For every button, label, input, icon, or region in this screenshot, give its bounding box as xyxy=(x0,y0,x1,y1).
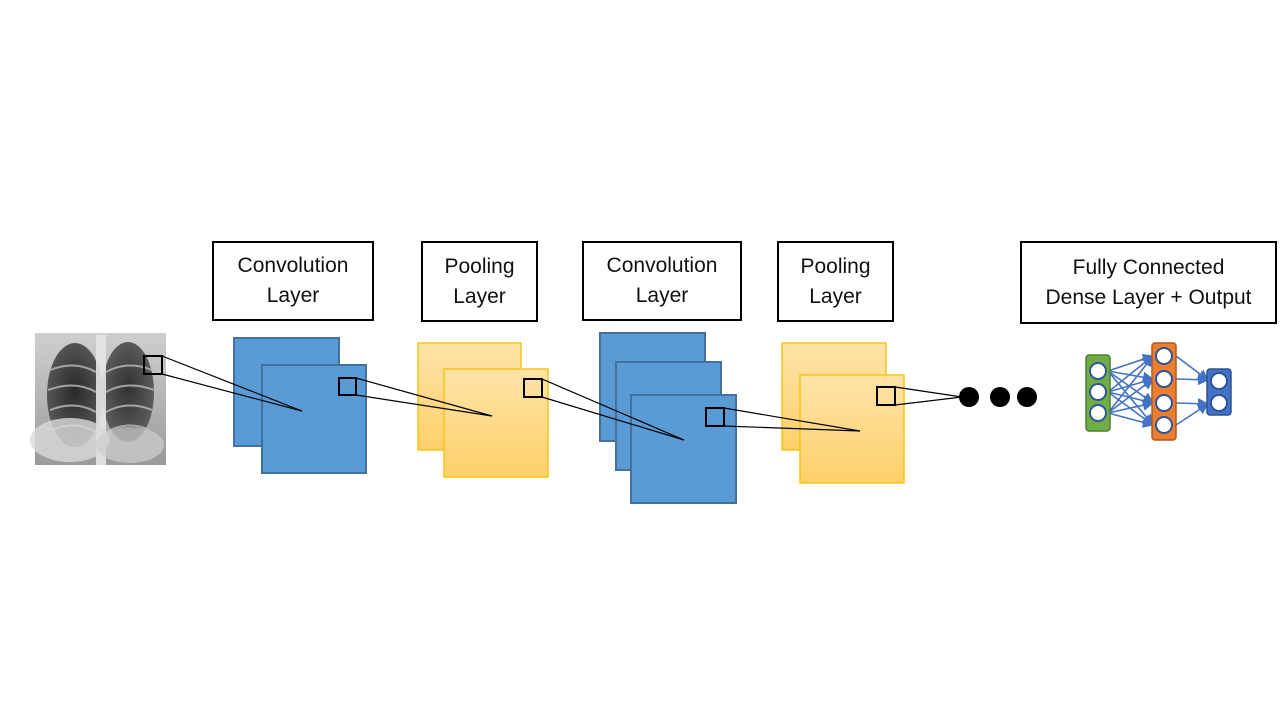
conv-layer-2-maps xyxy=(599,332,737,504)
conv-layer-1-maps xyxy=(233,337,367,474)
conv-layer-2-label: Convolution Layer xyxy=(582,241,742,321)
pool-layer-1-label-line2: Layer xyxy=(453,284,506,308)
pool-layer-2-label-line2: Layer xyxy=(809,284,862,308)
pool-layer-2-label-line1: Pooling xyxy=(800,254,871,278)
neural-network-icon xyxy=(1085,342,1232,441)
hidden-layer-column xyxy=(1151,342,1177,441)
conv-layer-2-label-line2: Layer xyxy=(635,284,689,307)
input-patch xyxy=(143,355,163,375)
pool-layer-1-label: Pooling Layer xyxy=(421,241,538,322)
conv-layer-2-label-line1: Convolution xyxy=(606,254,718,277)
chest-xray-image xyxy=(30,333,166,465)
pool-layer-2-label: Pooling Layer xyxy=(777,241,894,322)
pool-layer-1-label-line1: Pooling xyxy=(444,254,515,278)
fully-connected-label: Fully Connected Dense Layer + Output xyxy=(1020,241,1277,324)
fully-connected-label-line2: Dense Layer + Output xyxy=(1045,285,1252,309)
conv-layer-1-label-line2: Layer xyxy=(266,284,320,307)
network-edges xyxy=(1107,353,1210,428)
conv-layer-1-label: Convolution Layer xyxy=(212,241,374,321)
fully-connected-label-line1: Fully Connected xyxy=(1072,255,1225,279)
receptive-field-lines xyxy=(161,355,963,441)
three-dots-icon xyxy=(959,387,1037,407)
conv-layer-1-label-line1: Convolution xyxy=(237,254,349,277)
pool-layer-2-maps xyxy=(781,342,905,484)
pool-layer-1-maps xyxy=(417,342,549,478)
